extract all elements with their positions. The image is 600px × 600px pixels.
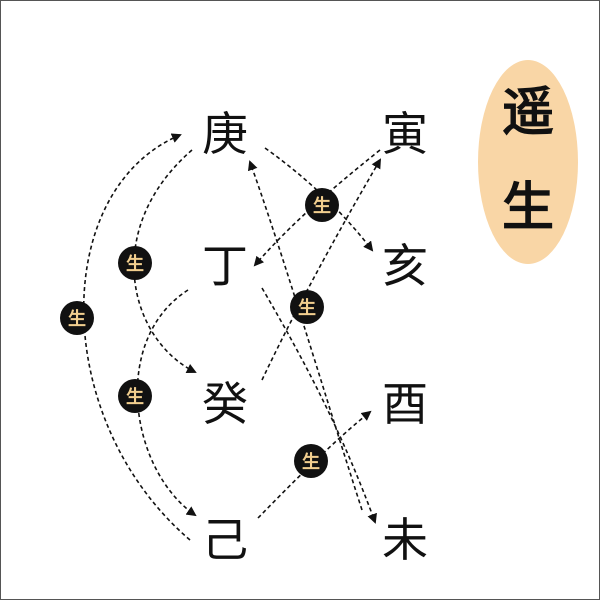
badge-6-label: 生: [302, 451, 320, 473]
arrow-ding-to-wei: [261, 287, 377, 524]
title-char-1: 遥: [502, 82, 554, 143]
badge-2-label: 生: [126, 253, 144, 275]
badge-5-label: 生: [126, 386, 144, 408]
title-oval: [478, 60, 578, 264]
badge-1: 生: [305, 188, 339, 222]
stem-ding: 丁: [202, 239, 248, 293]
badge-4-label: 生: [298, 297, 316, 319]
badge-2: 生: [118, 246, 152, 280]
branch-wei: 未: [382, 513, 428, 567]
stem-ji: 己: [202, 513, 248, 567]
arrow-ji-to-geng: [82, 133, 191, 541]
badge-4: 生: [290, 290, 324, 324]
badge-6: 生: [294, 444, 328, 478]
stem-gui: 癸: [202, 377, 248, 431]
branch-yin: 寅: [382, 107, 428, 161]
branch-you: 酉: [382, 377, 428, 431]
badge-3: 生: [60, 301, 94, 335]
title-char-2: 生: [502, 177, 554, 238]
branch-hai: 亥: [382, 239, 428, 293]
stem-geng: 庚: [202, 107, 248, 161]
arrow-yin-to-ding: [253, 149, 381, 267]
badge-5: 生: [118, 379, 152, 413]
badge-1-label: 生: [313, 195, 331, 217]
badge-3-label: 生: [68, 308, 86, 330]
arrow-geng-to-gui: [133, 149, 197, 373]
arrow-wei-to-geng: [247, 160, 363, 511]
